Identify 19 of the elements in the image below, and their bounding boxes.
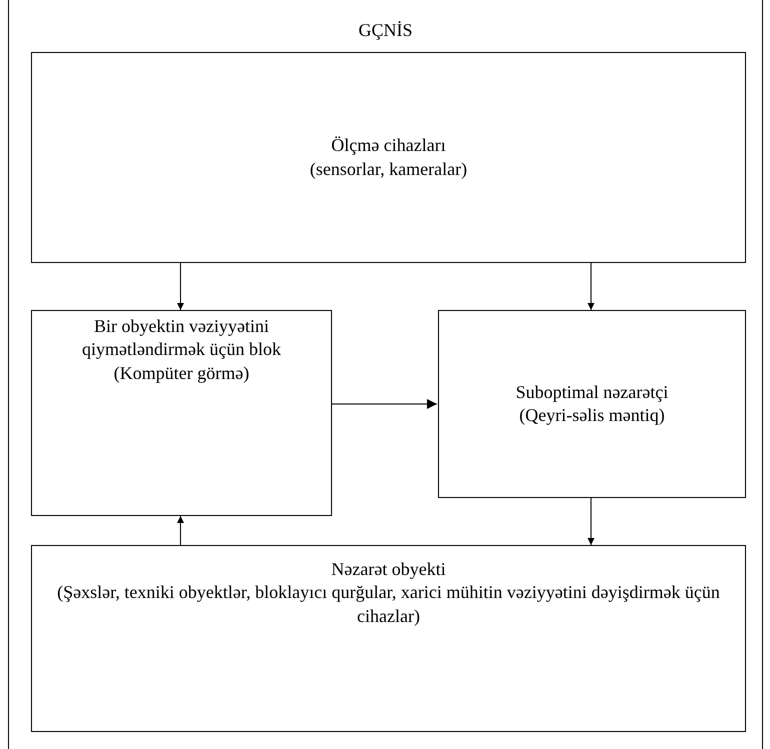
measurement-box [31, 52, 746, 263]
system-frame [8, 0, 763, 749]
estimation-box [31, 310, 332, 516]
box-subtitle: (Qeyri-səlis məntiq) [519, 404, 665, 427]
box-subtitle: (Kompüter görmə) [114, 362, 250, 385]
box-subtitle: (sensorlar, kameralar) [310, 158, 468, 181]
control-object-box [31, 545, 746, 732]
arrow [330, 399, 438, 409]
arrow [588, 262, 594, 310]
controller-box [438, 310, 746, 498]
arrow [177, 516, 184, 546]
box-title: Ölçmə cihazları [331, 134, 446, 158]
box-title: Bir obyektin vəziyyətini qiymətləndirmək üçün blok [81, 315, 282, 362]
box-title: Suboptimal nəzarətçi [516, 380, 668, 404]
arrow [588, 498, 594, 546]
box-title: Nəzarət obyekti [331, 558, 446, 581]
arrow [177, 262, 184, 310]
frame-title: GÇNİS [358, 19, 412, 42]
box-subtitle: (Şəxslər, texniki obyektlər, bloklayıcı qurğular, xarici mühitin vəziyyətini dəyişdirmək üçün cihazlar) [56, 581, 721, 628]
